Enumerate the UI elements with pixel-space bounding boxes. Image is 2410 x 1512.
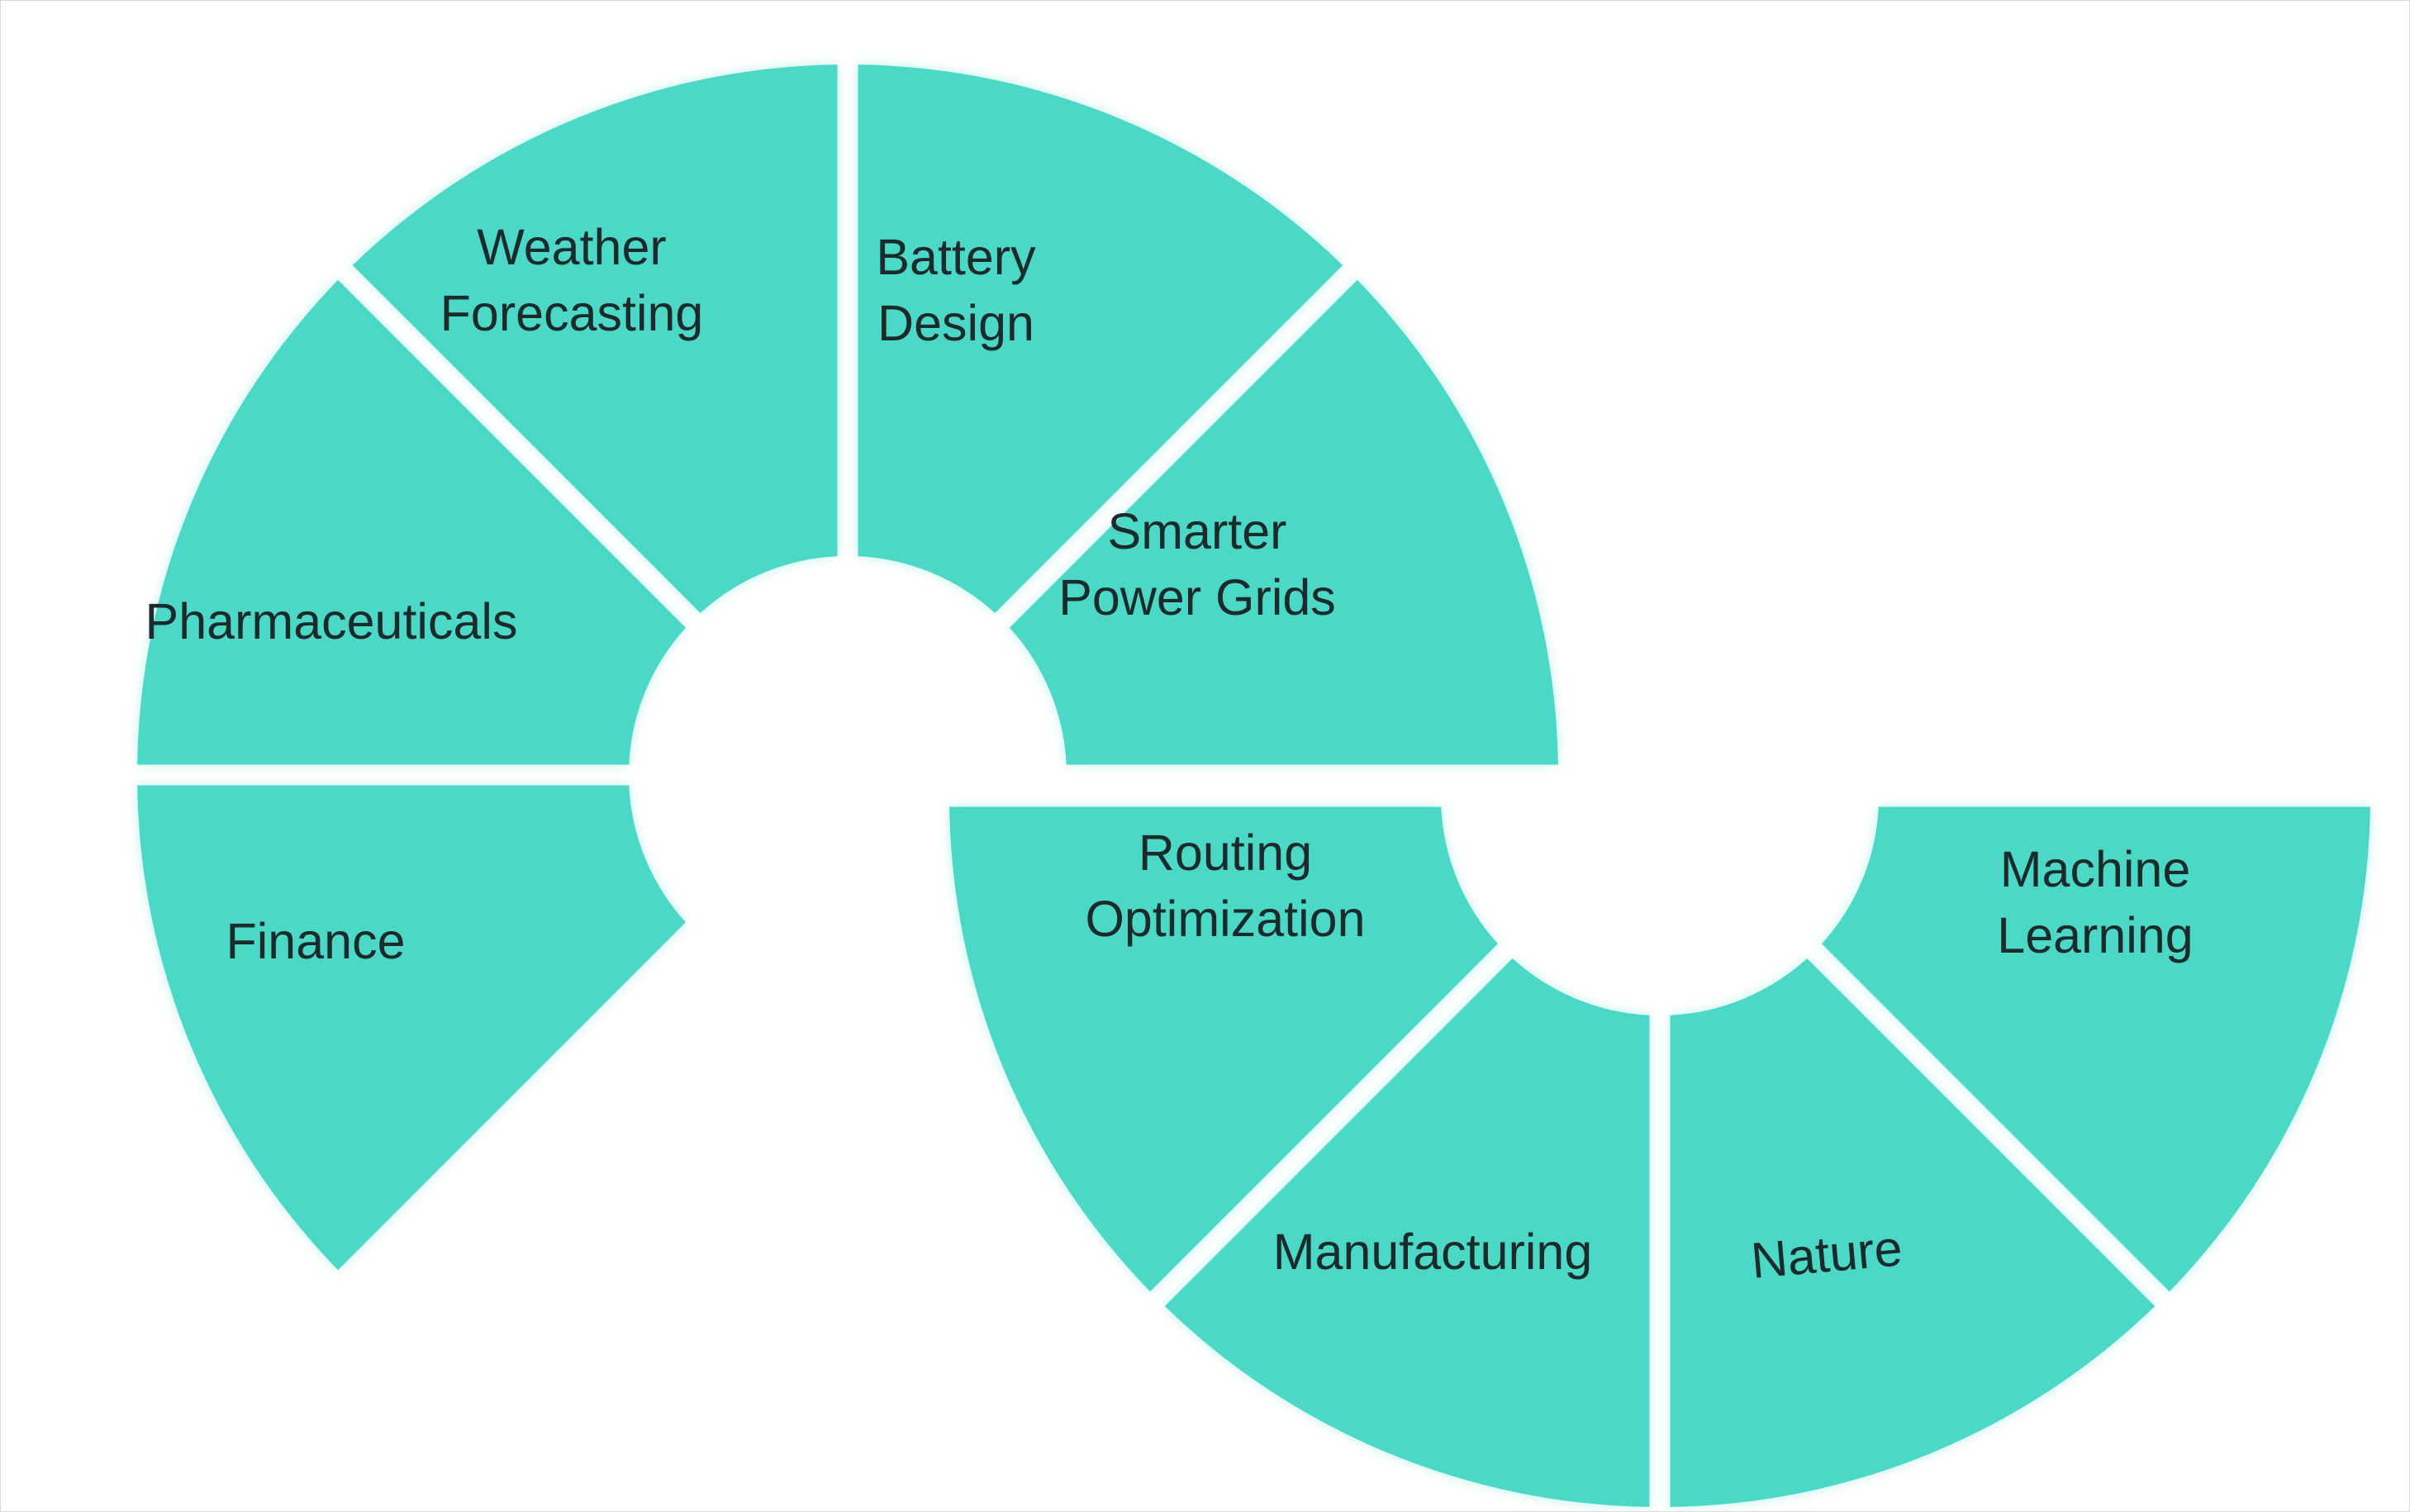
segment-label-line: Optimization [1085,891,1365,947]
segment-group [137,64,2370,1507]
segment-label-nature: Nature [1749,1220,1904,1289]
segment-manufacturing [1164,958,1650,1507]
segment-battery-design [858,64,1343,614]
segment-label-line: Pharmaceuticals [145,593,518,649]
segment-label-line: Forecasting [440,285,704,341]
segment-label-line: Learning [1997,907,2193,963]
segment-label-line: Power Grids [1058,569,1336,625]
segment-label-line: Machine [2000,841,2191,897]
segment-machine-learning [1822,806,2370,1292]
segment-routing-optimization [949,806,1498,1292]
segment-label-line: Manufacturing [1273,1224,1593,1280]
segment-label-manufacturing: Manufacturing [1273,1224,1593,1280]
segment-label-line: Weather [477,219,666,275]
segment-smarter-power-grids [1010,279,1558,765]
segment-label-line: Battery [876,229,1036,285]
segment-label-line: Finance [226,913,405,969]
segment-label-line: Smarter [1108,503,1287,559]
segment-label-line: Routing [1138,825,1312,881]
segment-label-finance: Finance [226,913,405,969]
segment-label-pharmaceuticals: Pharmaceuticals [145,593,518,649]
segment-label-line: Nature [1749,1220,1904,1289]
segment-pharmaceuticals [137,279,687,765]
segment-finance [137,785,687,1271]
segment-nature [1670,958,2156,1507]
segment-label-line: Design [877,295,1034,351]
segment-weather-forecasting [352,64,838,614]
